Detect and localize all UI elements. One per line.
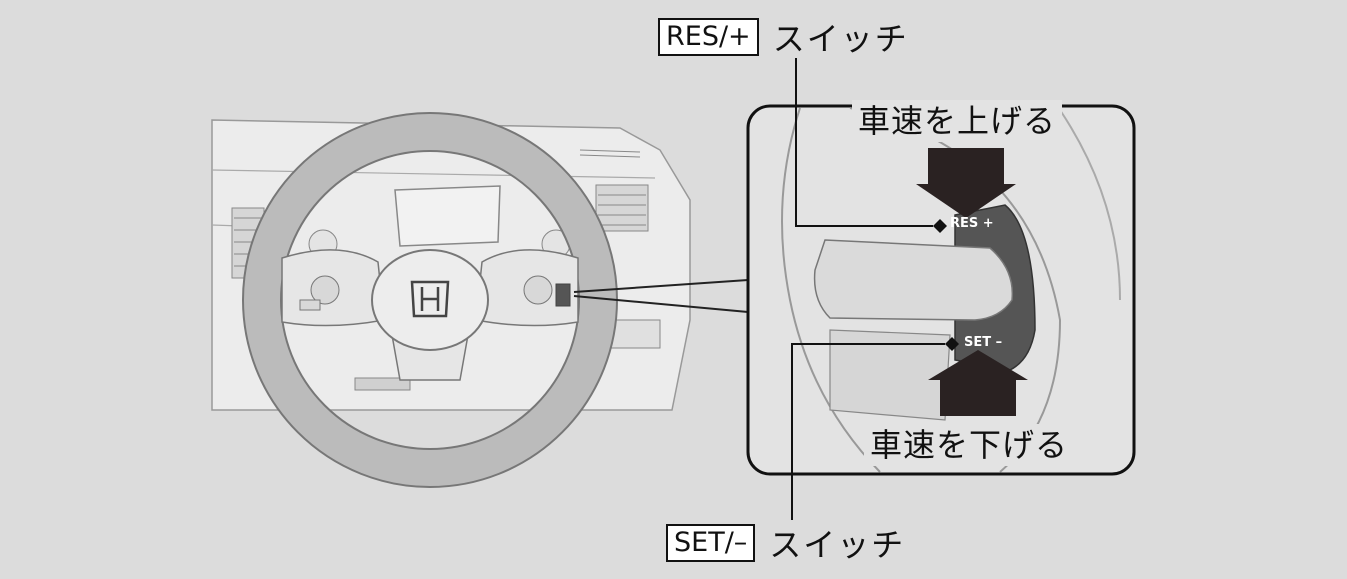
leader-top xyxy=(573,279,749,293)
speed-down-label: 車速を下げる xyxy=(864,424,1075,466)
right-switch-panel xyxy=(609,319,661,349)
set-key-label: SET/– xyxy=(666,524,756,562)
res-leader-line xyxy=(795,58,933,227)
steering-wheel-rim xyxy=(243,113,617,487)
res-marker xyxy=(933,219,947,233)
res-callout: RES/+ スイッチ xyxy=(658,14,909,60)
logo-emblem xyxy=(410,280,450,318)
cruise-switch-small xyxy=(555,283,571,307)
res-switch-word: スイッチ xyxy=(772,20,909,58)
arrow-down-to-res xyxy=(916,148,1016,218)
switch-res-label: RES + xyxy=(950,216,994,231)
top-grille xyxy=(579,149,641,158)
arrow-up-to-set xyxy=(928,350,1028,416)
set-callout: SET/– スイッチ xyxy=(666,520,905,566)
set-marker xyxy=(945,337,959,351)
switch-set-label: SET – xyxy=(964,335,1003,350)
set-switch-word: スイッチ xyxy=(769,526,906,564)
switch-knob xyxy=(813,239,1014,321)
leader-bottom xyxy=(573,295,749,313)
instrument-display xyxy=(394,185,501,247)
speed-up-label: 車速を上げる xyxy=(852,100,1063,142)
set-leader-line xyxy=(791,343,945,520)
res-key-label: RES/+ xyxy=(658,18,759,56)
right-vent xyxy=(595,184,649,232)
zoom-inset xyxy=(746,104,1136,476)
